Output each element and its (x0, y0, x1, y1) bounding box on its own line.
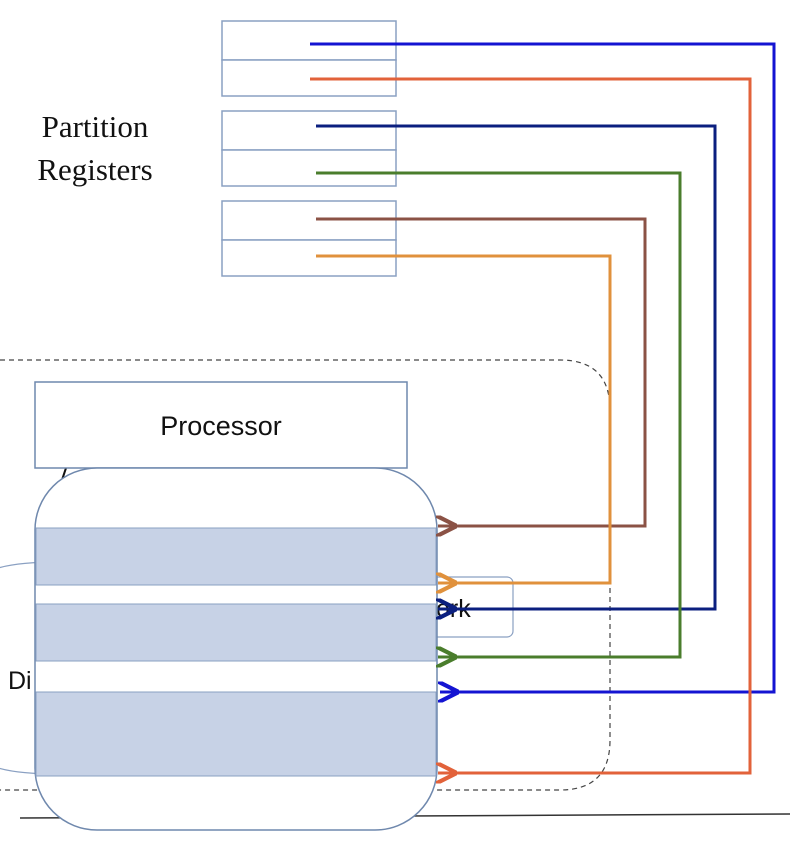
connector-brown (316, 217, 647, 526)
partition-registers-label-line1: Partition (42, 109, 149, 144)
system-boundary-dashed (0, 359, 611, 791)
processor-label: Processor (160, 411, 282, 441)
disk-cylinder (0, 561, 61, 775)
connector-green (316, 171, 682, 657)
base-register-1 (221, 20, 397, 61)
base-register-2 (221, 110, 397, 151)
memory-partition-2 (35, 603, 437, 662)
disk-label: Di (8, 667, 32, 695)
limit-register-2 (221, 149, 397, 187)
connector-blue (310, 42, 776, 692)
connector-orange (310, 77, 752, 773)
register-pair-3 (221, 200, 397, 277)
connector-navy (316, 124, 717, 609)
partition-registers-label-line2: Registers (37, 152, 152, 187)
register-pair-1 (221, 20, 397, 97)
memory-partition-1 (35, 527, 437, 586)
connector-amber (316, 254, 612, 583)
register-pair-2 (221, 110, 397, 187)
limit-register-3 (221, 239, 397, 277)
memory-partition-3 (35, 691, 437, 777)
processor-box (34, 381, 408, 469)
